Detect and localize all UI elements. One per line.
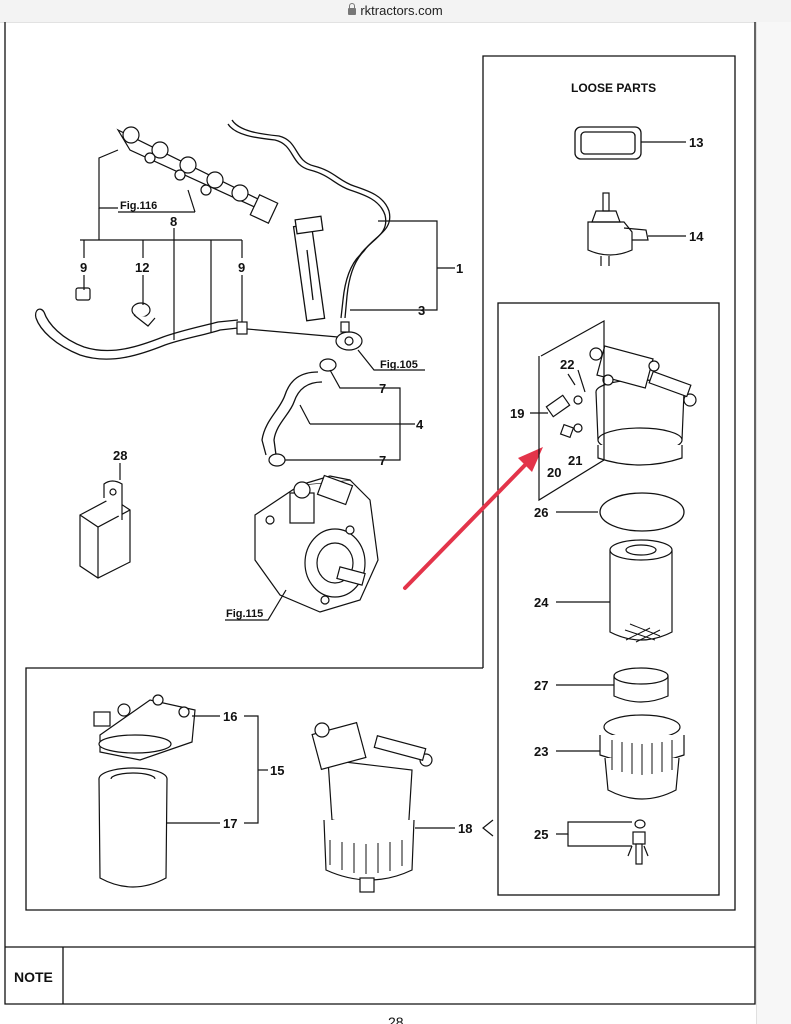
fig115-ref: Fig.115 [226, 608, 263, 620]
return-hose [34, 308, 239, 360]
callout-14: 14 [689, 229, 704, 244]
loose-parts-frame [25, 55, 736, 911]
url-display[interactable]: rktractors.com [0, 3, 791, 18]
part-13-gasket [574, 126, 686, 160]
part-7-clamp-upper [319, 358, 337, 372]
callout-4: 4 [416, 417, 424, 432]
injector-assembly [227, 119, 391, 322]
part-7-clamp-lower [268, 453, 286, 467]
part-28-relay [79, 480, 131, 579]
lock-icon [348, 3, 357, 15]
browser-address-bar[interactable]: rktractors.com [0, 0, 791, 23]
part-12-clamp [131, 302, 156, 327]
fig116-leader [98, 149, 119, 209]
callout-3: 3 [418, 303, 425, 318]
loose-parts-title: LOOSE PARTS [571, 81, 656, 95]
fuel-rail-assembly [116, 126, 279, 224]
callout-15: 15 [270, 763, 284, 778]
part-26-o-ring [556, 492, 685, 532]
callout-16: 16 [223, 709, 237, 724]
note-label: NOTE [14, 969, 53, 985]
page-scrollbar[interactable] [756, 22, 791, 1024]
callout-22: 22 [560, 357, 574, 372]
callout-18: 18 [458, 821, 472, 836]
supply-hose [261, 371, 323, 456]
callout-28: 28 [113, 448, 127, 463]
part-23-filter-bowl [556, 714, 685, 800]
callout-7-upper: 7 [379, 381, 386, 396]
filter-subassembly-frame [497, 302, 720, 896]
page-frame [4, 22, 756, 1005]
url-text: rktractors.com [360, 3, 443, 18]
callout-24: 24 [534, 595, 549, 610]
part-16-filter-head [93, 694, 196, 761]
part-18-fuel-filter-assembly [311, 721, 433, 893]
callout-1: 1 [456, 261, 463, 276]
callout-7-lower: 7 [379, 453, 386, 468]
supply-pump [254, 474, 379, 613]
part-24-filter-element [556, 539, 673, 643]
callout-27: 27 [534, 678, 548, 693]
part-14-sensor [587, 192, 686, 266]
callout-20: 20 [547, 465, 561, 480]
part-9-clip-right [236, 321, 248, 335]
callout-12: 12 [135, 260, 149, 275]
part-27-ring [556, 667, 669, 703]
part-9-clip-left [75, 287, 91, 301]
banjo-fitting [335, 321, 363, 351]
fig105-ref: Fig.105 [380, 359, 418, 371]
callout-8: 8 [170, 214, 177, 229]
fig116-ref: Fig.116 [120, 200, 157, 212]
callout-25: 25 [534, 827, 548, 842]
page-number: 28 [388, 1014, 404, 1024]
callout-21: 21 [568, 453, 582, 468]
callout-9-left: 9 [80, 260, 87, 275]
parts-19-22-small-fittings [545, 369, 586, 439]
callout-13: 13 [689, 135, 703, 150]
parts-diagram: NOTE 28 LOOSE PARTS 13 14 Fig.116 [4, 22, 756, 1024]
callout-17: 17 [223, 816, 237, 831]
annotation-arrow [403, 447, 543, 590]
callout-26: 26 [534, 505, 548, 520]
callout-23: 23 [534, 744, 548, 759]
callout-19: 19 [510, 406, 524, 421]
filter-head [589, 345, 697, 466]
part-17-filter-cartridge [98, 767, 168, 888]
part-25-drain-plug [627, 819, 649, 865]
callout-9-right: 9 [238, 260, 245, 275]
